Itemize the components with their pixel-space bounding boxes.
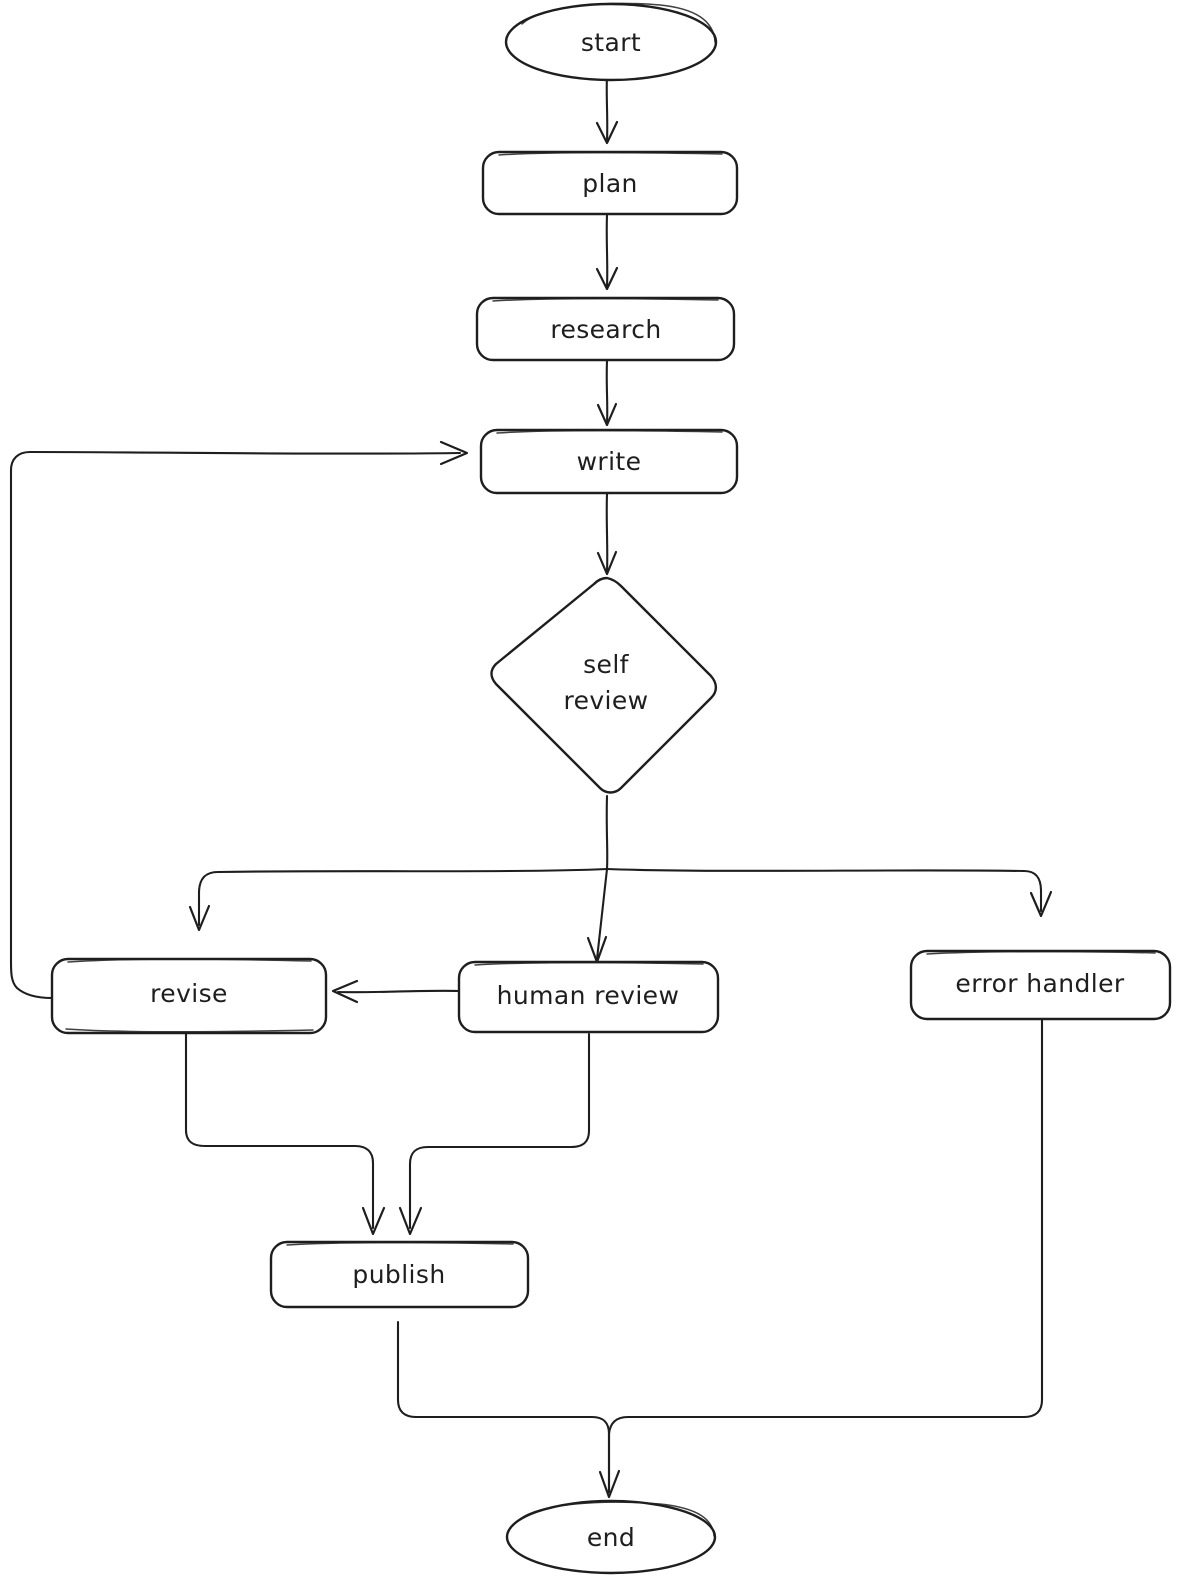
node-revise-label: revise bbox=[150, 979, 228, 1008]
edge-selfreview-fork-trunk bbox=[605, 794, 609, 871]
edge-start-to-plan bbox=[595, 74, 619, 145]
node-plan-label: plan bbox=[582, 169, 638, 198]
node-error-handler[interactable]: error handler bbox=[909, 949, 1172, 1021]
node-layer: start plan research write self review bbox=[50, 2, 1172, 1575]
node-self-review[interactable]: self review bbox=[490, 576, 718, 794]
node-start[interactable]: start bbox=[504, 2, 718, 82]
edge-selfreview-to-humanreview bbox=[586, 867, 609, 964]
node-human-review[interactable]: human review bbox=[457, 960, 720, 1034]
node-end[interactable]: end bbox=[505, 1499, 717, 1575]
node-research[interactable]: research bbox=[475, 296, 736, 362]
edge-selfreview-to-errorhandler bbox=[605, 867, 1053, 918]
edge-humanreview-to-revise bbox=[331, 979, 461, 1004]
edge-layer bbox=[9, 74, 1053, 1499]
edge-publish-to-end bbox=[396, 1320, 621, 1499]
node-publish[interactable]: publish bbox=[269, 1240, 530, 1309]
edge-write-to-selfreview bbox=[596, 492, 618, 576]
node-human-review-label: human review bbox=[497, 981, 680, 1010]
edge-plan-to-research bbox=[595, 213, 619, 291]
node-self-review-label-line2: review bbox=[563, 686, 648, 715]
node-revise[interactable]: revise bbox=[50, 957, 328, 1035]
node-error-handler-label: error handler bbox=[955, 969, 1124, 998]
edge-errorhandler-to-end bbox=[607, 1018, 1044, 1494]
edge-humanreview-to-publish bbox=[398, 1032, 591, 1236]
node-plan[interactable]: plan bbox=[481, 150, 739, 216]
node-end-label: end bbox=[587, 1523, 635, 1552]
edge-research-to-write bbox=[596, 358, 618, 427]
node-write[interactable]: write bbox=[479, 428, 739, 495]
node-self-review-label-line1: self bbox=[583, 650, 630, 679]
node-research-label: research bbox=[550, 315, 661, 344]
node-publish-label: publish bbox=[352, 1260, 445, 1289]
node-start-label: start bbox=[581, 28, 641, 57]
edge-revise-to-write bbox=[9, 440, 469, 1000]
edge-selfreview-to-revise bbox=[188, 867, 609, 932]
edge-revise-to-publish bbox=[184, 1032, 386, 1236]
node-write-label: write bbox=[577, 447, 642, 476]
